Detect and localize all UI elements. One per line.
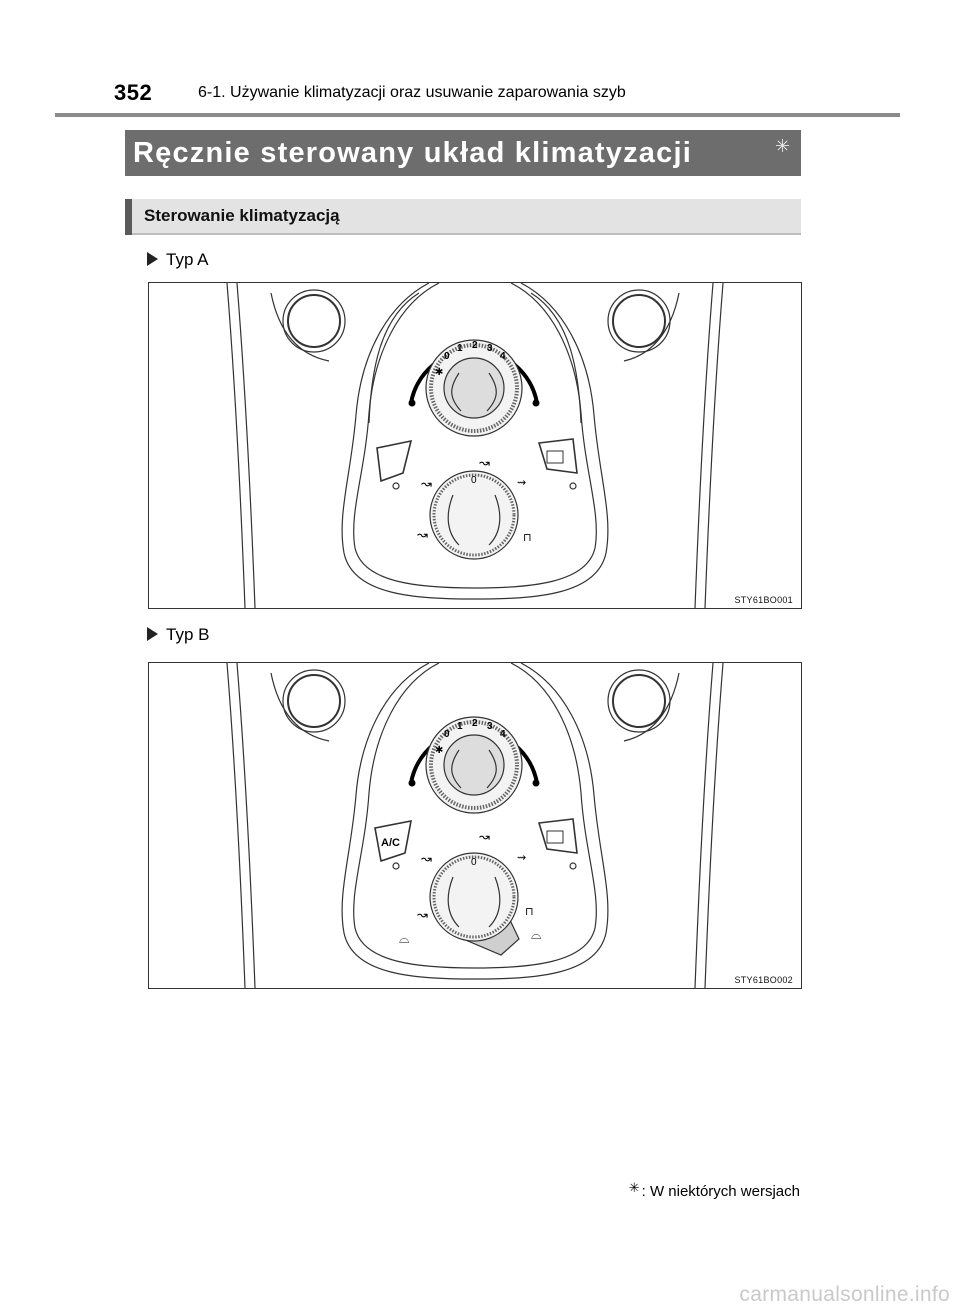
figure-code: STY61BO002: [734, 975, 793, 985]
fan-speed-1: 1: [457, 343, 463, 354]
fan-icon: ✱: [435, 367, 443, 378]
recirculation-icon: ⌓: [531, 927, 541, 942]
fan-speed-4: 4: [500, 351, 506, 362]
bilevel-vent-icon: ↝: [421, 851, 432, 866]
subheading-text: Sterowanie klimatyzacją: [144, 206, 340, 225]
page-title: Ręcznie sterowany układ klimatyzacji ✳: [125, 130, 801, 176]
fan-speed-3: 3: [487, 343, 493, 354]
fan-speed-4: 4: [500, 729, 506, 740]
fan-icon: ✱: [435, 745, 443, 756]
bilevel-vent-icon: ↝: [421, 476, 432, 491]
figure-b-label-text: Typ B: [166, 625, 210, 644]
figure-b-label: Typ B: [147, 625, 209, 645]
triangle-bullet-icon: [147, 627, 158, 641]
fan-speed-0: 0: [444, 351, 450, 362]
figure-type-b: A/C 0 1 2 3 4 ✱ 0 ↝ ↝ ⇝ ↝ ⊓ ⌓ ⌓: [148, 662, 802, 989]
title-footnote-marker: ✳: [775, 136, 791, 156]
figure-code: STY61BO001: [734, 595, 793, 605]
fan-speed-2: 2: [472, 718, 478, 729]
face-vent-icon: ↝: [479, 829, 490, 844]
feet-defrost-icon: ⇝: [517, 477, 526, 489]
feet-defrost-icon: ⇝: [517, 852, 526, 864]
ac-button-label: A/C: [381, 837, 400, 849]
footnote: ✳: W niektórych wersjach: [629, 1180, 800, 1200]
face-vent-icon: ↝: [479, 455, 490, 470]
fan-speed-2: 2: [472, 340, 478, 351]
feet-vent-icon: ↝: [417, 907, 428, 922]
page-number: 352: [114, 80, 153, 105]
fresh-air-icon: ⌓: [399, 931, 409, 946]
section-subheading: Sterowanie klimatyzacją: [125, 199, 801, 235]
triangle-bullet-icon: [147, 252, 158, 266]
header-divider: [55, 113, 900, 117]
page-title-text: Ręcznie sterowany układ klimatyzacji: [133, 137, 692, 169]
site-watermark: carmanualsonline.info: [739, 1283, 950, 1306]
subheading-accent-bar: [125, 199, 132, 235]
windshield-defrost-icon: ⊓: [525, 906, 534, 918]
figure-a-label: Typ A: [147, 250, 209, 270]
svg-text:0: 0: [471, 857, 477, 868]
figure-a-label-text: Typ A: [166, 250, 209, 269]
fan-speed-0: 0: [444, 729, 450, 740]
footnote-marker: ✳: [628, 1180, 640, 1195]
fan-speed-1: 1: [457, 721, 463, 732]
svg-text:0: 0: [471, 475, 477, 486]
section-path: 6-1. Używanie klimatyzacji oraz usuwanie…: [198, 84, 626, 101]
climate-panel-a-illustration: 0 1 2 3 4 ✱ 0 ↝ ↝ ⇝ ↝ ⊓: [226, 283, 724, 608]
figure-type-a: 0 1 2 3 4 ✱ 0 ↝ ↝ ⇝ ↝ ⊓ STY61BO001: [148, 282, 802, 609]
footnote-text: : W niektórych wersjach: [641, 1183, 800, 1200]
fan-speed-3: 3: [487, 721, 493, 732]
windshield-defrost-icon: ⊓: [523, 532, 532, 544]
feet-vent-icon: ↝: [417, 527, 428, 542]
climate-panel-b-illustration: A/C 0 1 2 3 4 ✱ 0 ↝ ↝ ⇝ ↝ ⊓ ⌓ ⌓: [226, 663, 724, 988]
